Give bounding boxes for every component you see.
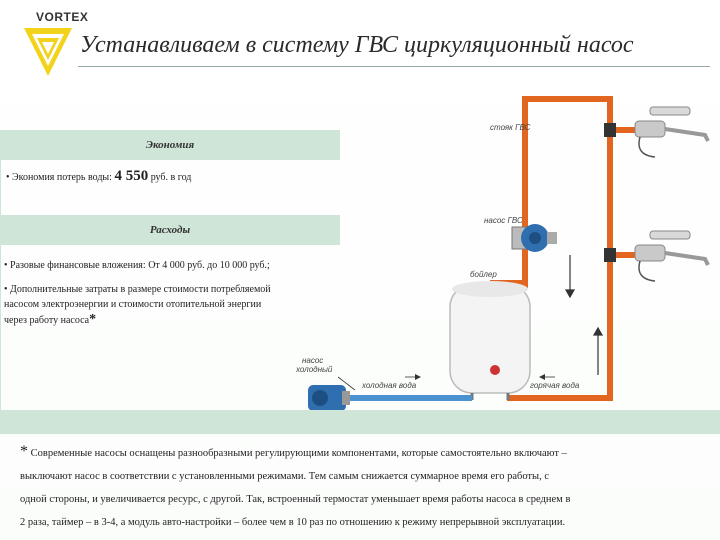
- footnote-line-3: одной стороны, и увеличивается ресурс, с…: [20, 494, 571, 505]
- footnote-star: *: [20, 443, 28, 460]
- riser-connector-bottom: [604, 248, 616, 262]
- economy-header-bar: [0, 130, 340, 160]
- footnote-line-1: Современные насосы оснащены разнообразны…: [30, 448, 567, 459]
- label-hot-water-pump: насос ГВС: [484, 216, 523, 225]
- expenses-item-2-line-2: насосом электроэнергии и стоимости отопи…: [4, 299, 262, 310]
- label-cold-pump-2: холодный: [296, 365, 333, 374]
- expenses-header: Расходы: [149, 224, 191, 236]
- economy-amount: 4 550: [114, 168, 149, 184]
- hot-flow-arrow: [539, 374, 545, 380]
- label-riser: стояк ГВС: [490, 123, 531, 132]
- left-border-line: [0, 130, 1, 420]
- boiler-icon: [449, 281, 531, 400]
- economy-line-suffix: руб. в год: [150, 172, 192, 183]
- cold-pump-pointer: [337, 376, 356, 391]
- economy-header: Экономия: [145, 139, 195, 151]
- page-title: Устанавливаем в систему ГВС циркуляционн…: [80, 32, 634, 58]
- hot-water-pump-icon: [511, 224, 557, 252]
- expenses-item-2-star: *: [89, 312, 97, 327]
- expenses-header-bar: [0, 215, 340, 245]
- riser-connector-top: [604, 123, 616, 137]
- expenses-item-2-line-3: через работу насоса: [4, 315, 90, 326]
- footnote: * Современные насосы оснащены разнообраз…: [20, 440, 710, 534]
- expenses-item-2: • Дополнительные затраты в размере стоим…: [4, 282, 271, 328]
- label-hot-water: горячая вода: [530, 381, 580, 390]
- cold-water-pump-icon: [308, 385, 350, 410]
- label-boiler: бойлер: [470, 270, 497, 279]
- cold-flow-arrow: [415, 374, 421, 380]
- label-cold-water: холодная вода: [362, 381, 417, 390]
- expenses-item-2-line-1: • Дополнительные затраты в размере стоим…: [4, 284, 271, 295]
- circulation-diagram: [308, 96, 710, 410]
- footnote-line-4: 2 раза, таймер – в 3-4, а модуль авто-на…: [20, 517, 566, 528]
- label-cold-pump-1: насос: [302, 356, 324, 365]
- economy-line: • Экономия потерь воды: 4 550 руб. в год: [6, 168, 191, 185]
- faucet-top-icon: [634, 106, 710, 158]
- vortex-logo-icon: [24, 28, 72, 76]
- logo-text: VORTEX: [36, 10, 89, 24]
- footnote-bar: [0, 410, 720, 434]
- faucet-bottom-icon: [634, 230, 710, 282]
- title-underline: [78, 66, 710, 67]
- economy-line-prefix: • Экономия потерь воды:: [6, 172, 112, 183]
- footnote-line-2: выключают насос в соответствии с установ…: [20, 471, 549, 482]
- flow-arrows: [564, 255, 604, 375]
- expenses-item-1: • Разовые финансовые вложения: От 4 000 …: [4, 260, 270, 271]
